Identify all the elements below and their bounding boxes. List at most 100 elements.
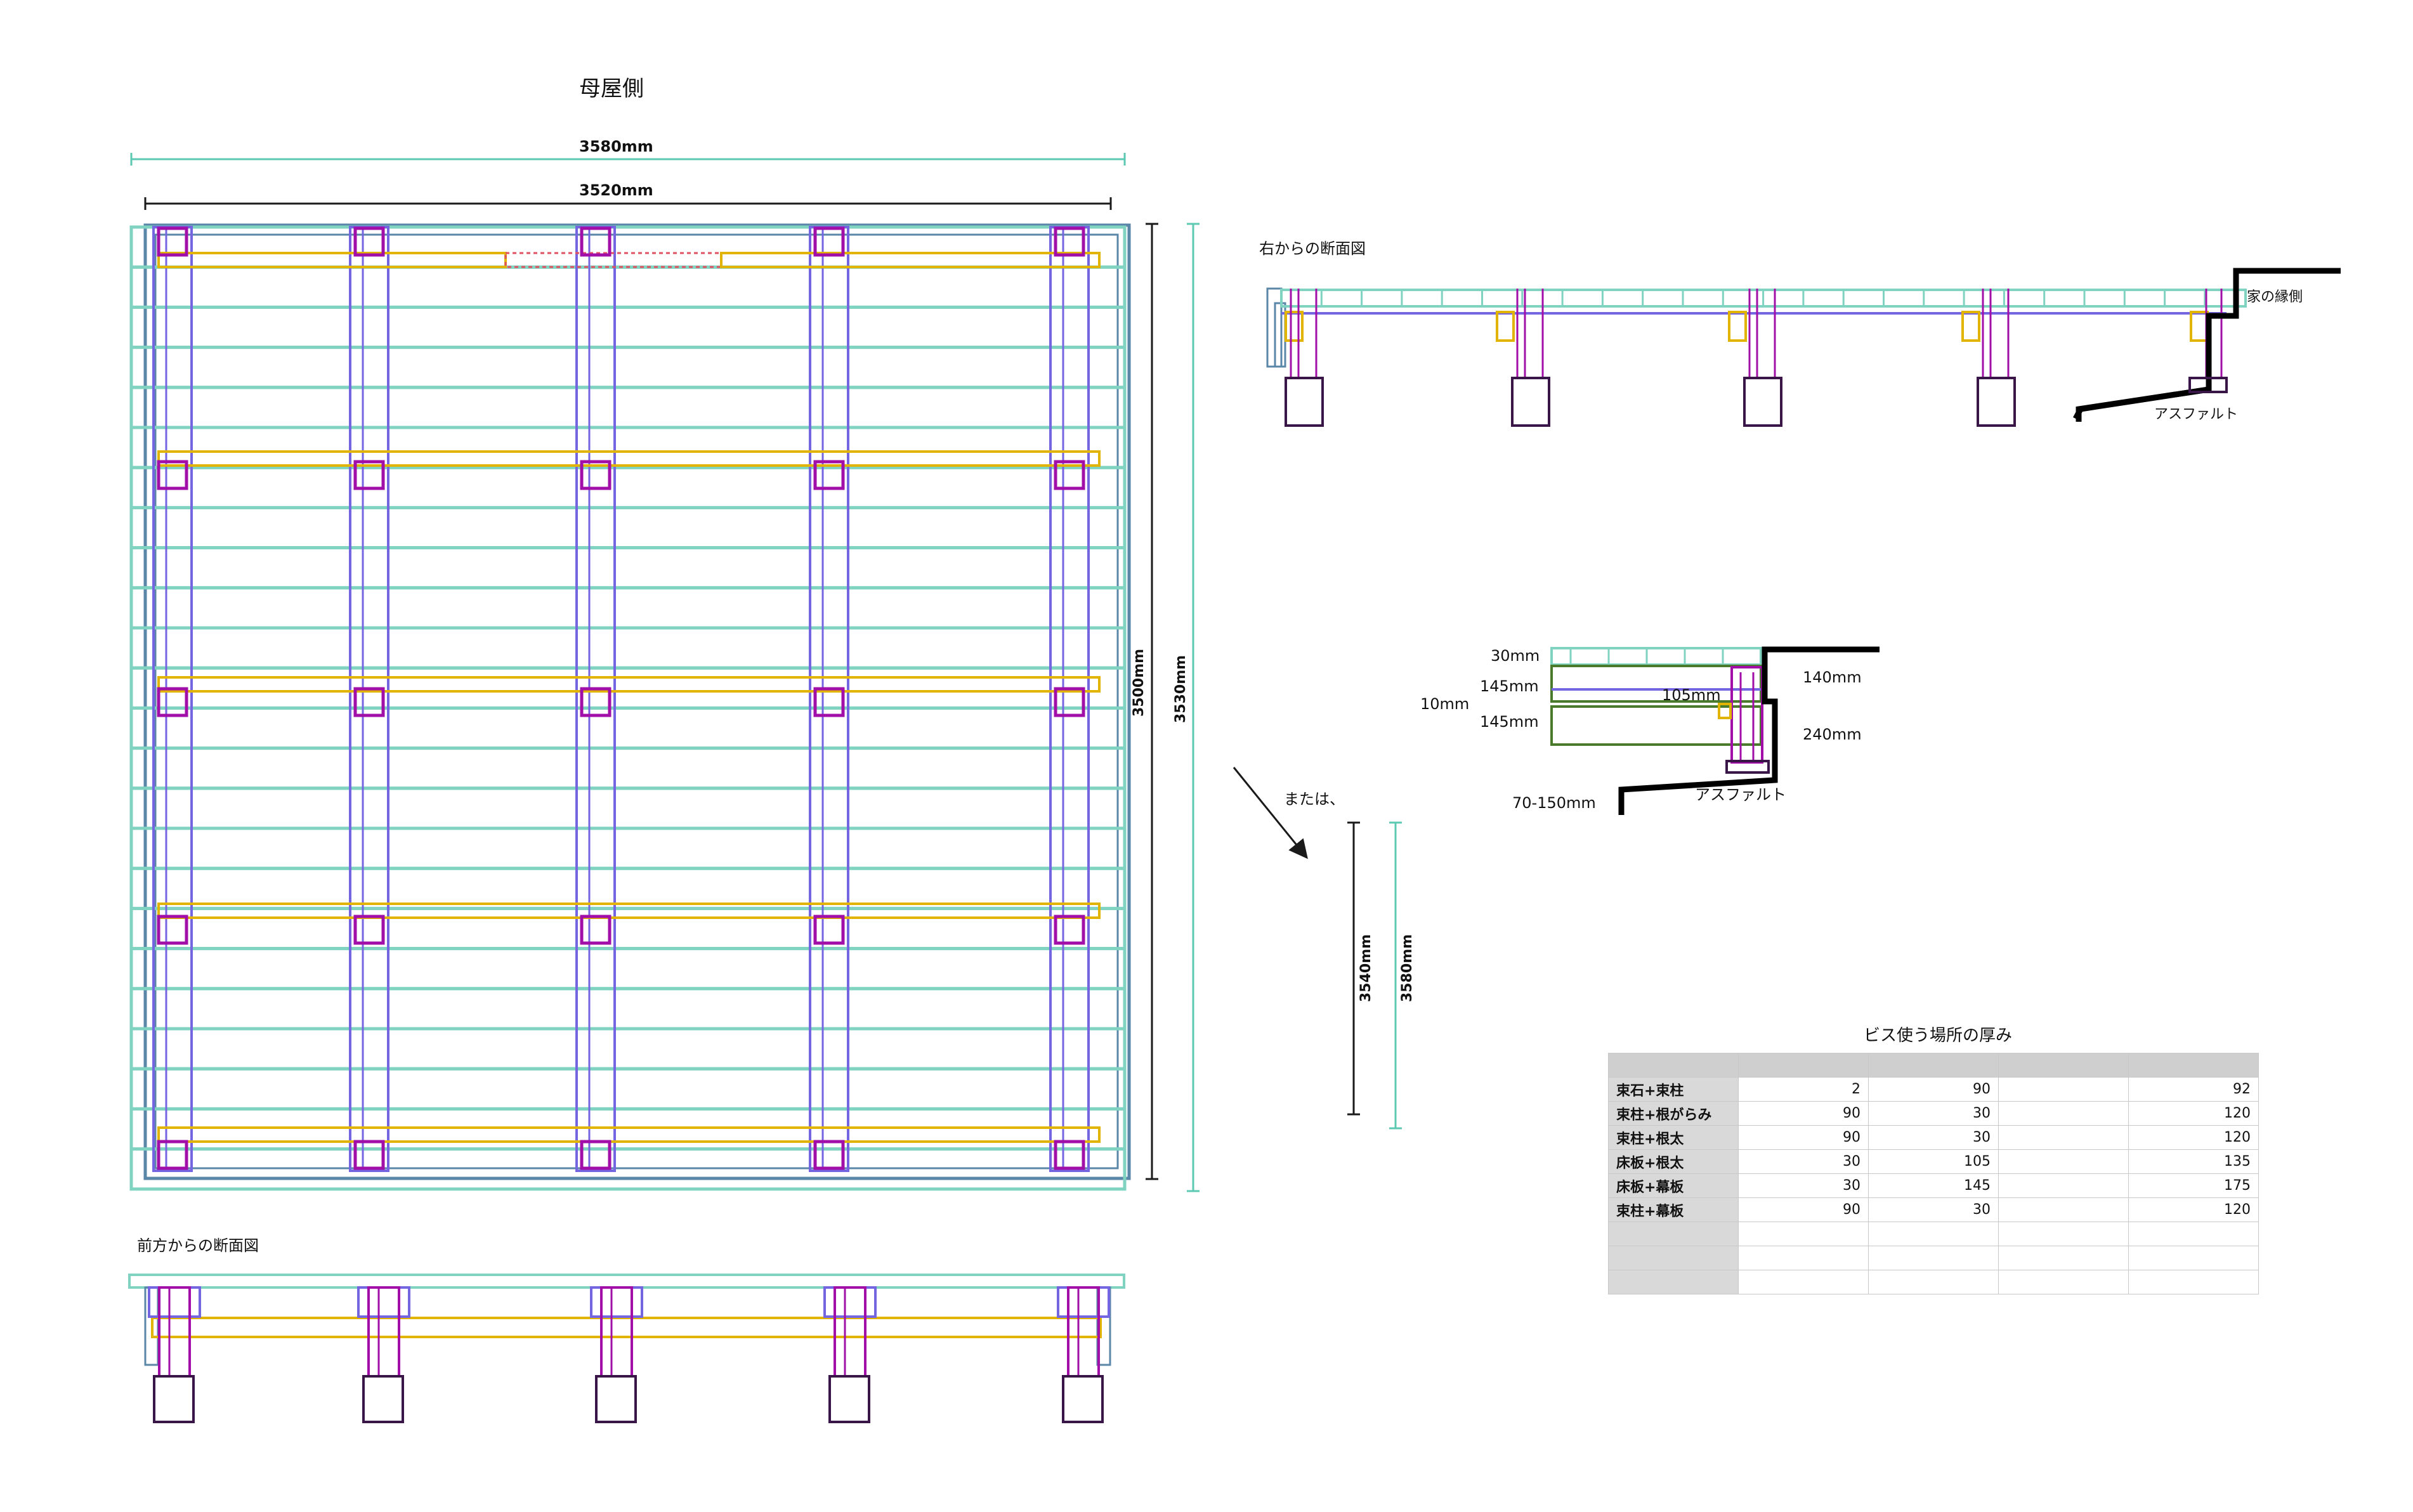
post xyxy=(580,460,611,490)
table-cell-a: 30 xyxy=(1738,1173,1869,1198)
post xyxy=(813,226,845,257)
table-cell-name: 床板+根太 xyxy=(1608,1149,1739,1174)
post xyxy=(580,687,611,717)
table-header-cell xyxy=(1998,1053,2129,1078)
post xyxy=(813,1140,845,1170)
table-cell-c xyxy=(1998,1077,2129,1102)
decking-board xyxy=(129,586,1127,630)
front-footing xyxy=(595,1375,637,1423)
table-cell-empty xyxy=(1608,1270,1739,1294)
table-cell-a: 90 xyxy=(1738,1197,1869,1222)
post xyxy=(813,915,845,945)
front-post xyxy=(367,1286,400,1378)
front-joist xyxy=(148,1286,201,1318)
decking-board xyxy=(129,466,1127,509)
table-cell-empty xyxy=(1608,1222,1739,1246)
post xyxy=(580,1140,611,1170)
decking-board xyxy=(129,666,1127,710)
table-cell-name: 束柱+根がらみ xyxy=(1608,1101,1739,1126)
front-post xyxy=(1067,1286,1100,1378)
beam xyxy=(157,676,1101,693)
beams xyxy=(157,252,1101,1143)
table-cell-name: 床板+幕板 xyxy=(1608,1173,1739,1198)
decking-boards xyxy=(129,225,1127,1191)
decking-board xyxy=(129,826,1127,870)
table-cell-a: 30 xyxy=(1738,1149,1869,1174)
post xyxy=(353,1140,385,1170)
right-beam xyxy=(1285,311,1304,342)
beam xyxy=(157,450,1101,467)
dimension-label-3530: 3530mm xyxy=(1173,655,1189,723)
right-section-title: 右からの断面図 xyxy=(1259,240,1366,257)
decking-board xyxy=(129,305,1127,349)
dimension-label-3580: 3580mm xyxy=(579,138,653,155)
table-cell-c xyxy=(1998,1125,2129,1150)
decking-board xyxy=(129,947,1127,991)
table-cell-empty xyxy=(1868,1270,1999,1294)
table-cell-a: 90 xyxy=(1738,1101,1869,1126)
decking-board xyxy=(129,225,1127,269)
post xyxy=(1054,915,1085,945)
table-cell-empty xyxy=(1608,1246,1739,1270)
detail-fascia-top xyxy=(1550,665,1762,703)
table-cell-total: 92 xyxy=(2128,1077,2259,1102)
table-cell-name: 束石+束柱 xyxy=(1608,1077,1739,1102)
decking-board xyxy=(129,906,1127,951)
right-footing xyxy=(1511,377,1550,427)
dimension-label-145-a: 145mm xyxy=(1480,677,1539,695)
dimension-label-3540: 3540mm xyxy=(1358,934,1374,1002)
table-cell-b: 90 xyxy=(1868,1077,1999,1102)
decking-board xyxy=(129,1067,1127,1111)
dimension-label-3520: 3520mm xyxy=(579,181,653,199)
post xyxy=(813,687,845,717)
table-cell-c xyxy=(1998,1149,2129,1174)
table-cell-total: 120 xyxy=(2128,1125,2259,1150)
front-decking xyxy=(128,1274,1125,1289)
post xyxy=(157,687,188,717)
decking-board xyxy=(129,265,1127,309)
decking-board xyxy=(129,546,1127,590)
decking-board xyxy=(129,626,1127,670)
front-post xyxy=(600,1286,633,1378)
front-joist xyxy=(1057,1286,1110,1318)
right-footing xyxy=(1743,377,1782,427)
plan-view xyxy=(129,153,1200,1192)
table-row-empty xyxy=(1608,1270,2259,1294)
table-title: ビス使う場所の厚み xyxy=(1864,1026,2013,1045)
table-cell-name: 束柱+幕板 xyxy=(1608,1197,1739,1222)
post xyxy=(157,460,188,490)
detail-decking xyxy=(1550,647,1762,666)
post xyxy=(353,915,385,945)
table-cell-empty xyxy=(2128,1246,2259,1270)
table-row-empty xyxy=(1608,1222,2259,1246)
arrow xyxy=(1233,767,1308,859)
table-cell-c xyxy=(1998,1173,2129,1198)
table-cell-b: 30 xyxy=(1868,1197,1999,1222)
beam-top-right xyxy=(720,252,1101,268)
table-cell-empty xyxy=(1998,1222,2129,1246)
table-cell-empty xyxy=(1998,1270,2129,1294)
dimension-label-105: 105mm xyxy=(1662,686,1721,704)
table-cell-empty xyxy=(1868,1222,1999,1246)
decking-board xyxy=(129,866,1127,910)
decking-board xyxy=(129,505,1127,550)
front-beam xyxy=(151,1317,1102,1338)
table-cell-total: 120 xyxy=(2128,1197,2259,1222)
table-cell-b: 30 xyxy=(1868,1101,1999,1126)
front-joist xyxy=(590,1286,643,1318)
table-header-cell xyxy=(1738,1053,1869,1078)
front-footing xyxy=(153,1375,195,1423)
decking-board xyxy=(129,786,1127,830)
beam xyxy=(157,1126,1101,1143)
dimension-label-3580-alt: 3580mm xyxy=(1399,934,1415,1002)
decking-board xyxy=(129,987,1127,1031)
table-cell-a: 90 xyxy=(1738,1125,1869,1150)
post xyxy=(1054,226,1085,257)
dimension-label-70-150: 70-150mm xyxy=(1512,794,1596,812)
table-cell-b: 145 xyxy=(1868,1173,1999,1198)
